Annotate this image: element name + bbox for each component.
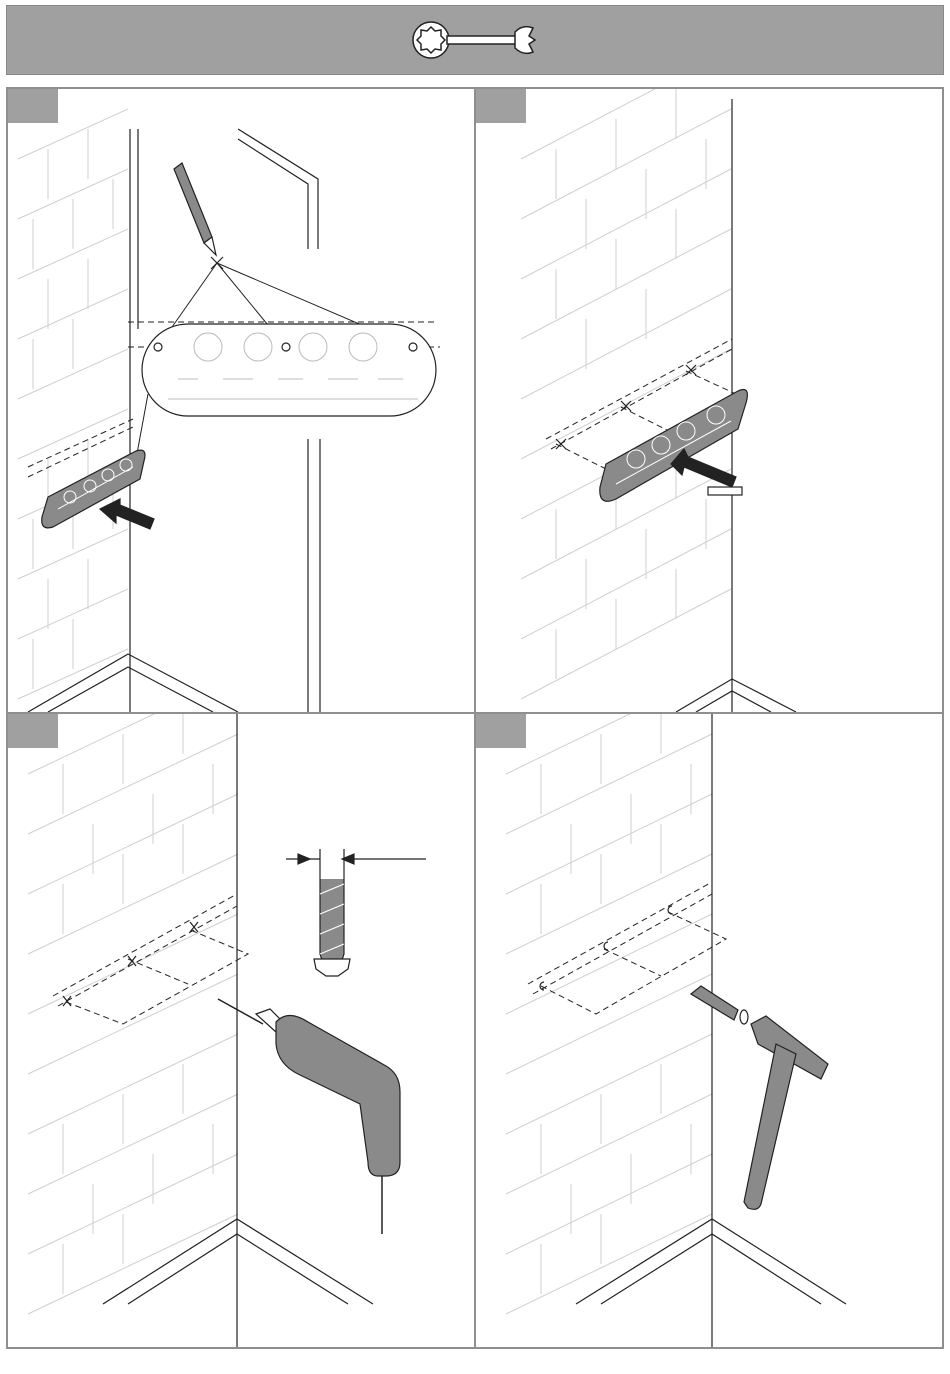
- header-bar: [6, 5, 944, 75]
- steps-grid: [6, 87, 944, 1349]
- step-4-panel: [476, 714, 942, 1347]
- step-1-illustration: [8, 89, 474, 712]
- step-3-illustration: [8, 714, 474, 1347]
- drill-icon: [218, 999, 400, 1234]
- hammer-icon: [744, 1016, 828, 1209]
- step-4-illustration: [476, 714, 942, 1347]
- step-3-tab: [8, 714, 58, 748]
- drill-bit-icon: [286, 849, 426, 976]
- pencil-icon: [174, 163, 216, 255]
- wrench-icon: [7, 6, 945, 76]
- step-2-illustration: [476, 89, 942, 712]
- step-3-panel: [8, 714, 474, 1347]
- step-1-tab: [8, 89, 58, 123]
- step-4-tab: [476, 714, 526, 748]
- step-2-panel: [476, 89, 942, 712]
- step-1-panel: [8, 89, 474, 712]
- step-2-tab: [476, 89, 526, 123]
- template-zoom: [142, 324, 436, 416]
- dowel-icon: [691, 986, 748, 1024]
